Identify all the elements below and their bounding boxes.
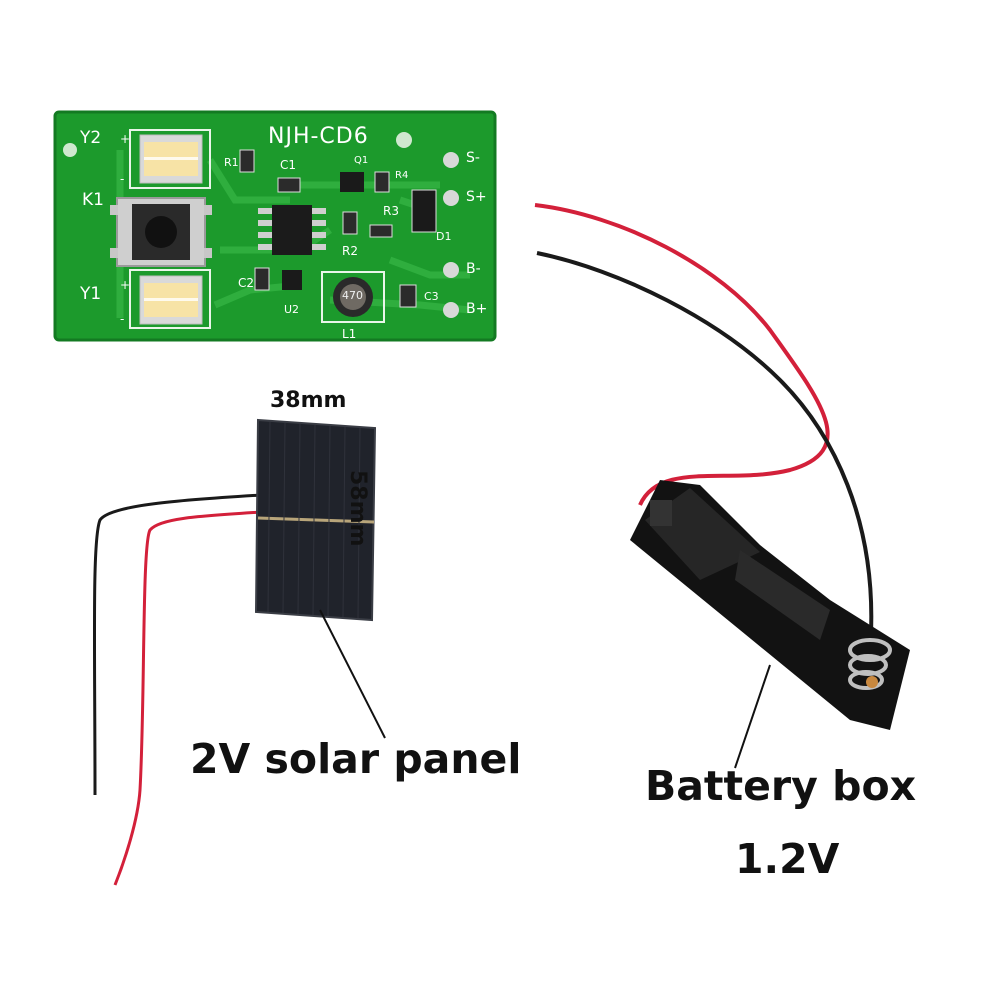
polarity-plus-y2: +: [120, 132, 131, 146]
label-l1: L1: [342, 327, 357, 341]
label-r4: R4: [395, 170, 409, 181]
panel-height-label: 58mm: [345, 470, 370, 547]
push-button-k1: [110, 197, 212, 267]
pcb-title: NJH-CD6: [268, 124, 369, 149]
label-r2: R2: [342, 244, 358, 258]
red-wire-battery: [534, 203, 830, 506]
terminal-pads: [443, 152, 459, 318]
label-y2: Y2: [80, 128, 102, 148]
battery-box: [630, 480, 910, 730]
inductor-marking: 470: [342, 289, 363, 302]
polarity-plus-y1: +: [120, 278, 131, 292]
pad-label-b-plus: B+: [466, 301, 488, 317]
label-c3: C3: [424, 290, 439, 303]
label-r3: R3: [383, 204, 399, 218]
solar-pointer-line: [319, 609, 386, 739]
battery-voltage-caption: 1.2V: [735, 835, 840, 883]
led-y1: [139, 275, 203, 325]
polarity-minus-y2: -: [120, 172, 125, 186]
panel-width-label: 38mm: [270, 388, 347, 413]
led-y2: [139, 134, 203, 184]
smd-components: [239, 149, 437, 308]
polarity-minus-y1: -: [120, 312, 125, 326]
pad-label-b-minus: B-: [466, 261, 481, 277]
pad-label-s-plus: S+: [466, 189, 487, 205]
label-k1: K1: [82, 190, 104, 210]
inductor-l1: [321, 271, 385, 323]
label-r1: R1: [224, 156, 239, 169]
battery-box-caption: Battery box: [645, 762, 917, 810]
label-y1: Y1: [80, 284, 102, 304]
pad-label-s-minus: S-: [466, 150, 480, 166]
solar-panel-caption: 2V solar panel: [190, 735, 522, 783]
solar-panel: [254, 418, 377, 622]
black-wire-battery: [536, 251, 874, 651]
black-wire-panel: [92, 493, 263, 796]
label-c1: C1: [280, 158, 297, 172]
battery-pointer-line: [734, 664, 771, 769]
red-wire-panel: [113, 510, 263, 886]
label-u2: U2: [284, 303, 300, 316]
label-d1: D1: [436, 230, 452, 243]
ic-chip: [258, 205, 326, 255]
label-q1: Q1: [354, 155, 369, 166]
label-c2: C2: [238, 276, 255, 290]
